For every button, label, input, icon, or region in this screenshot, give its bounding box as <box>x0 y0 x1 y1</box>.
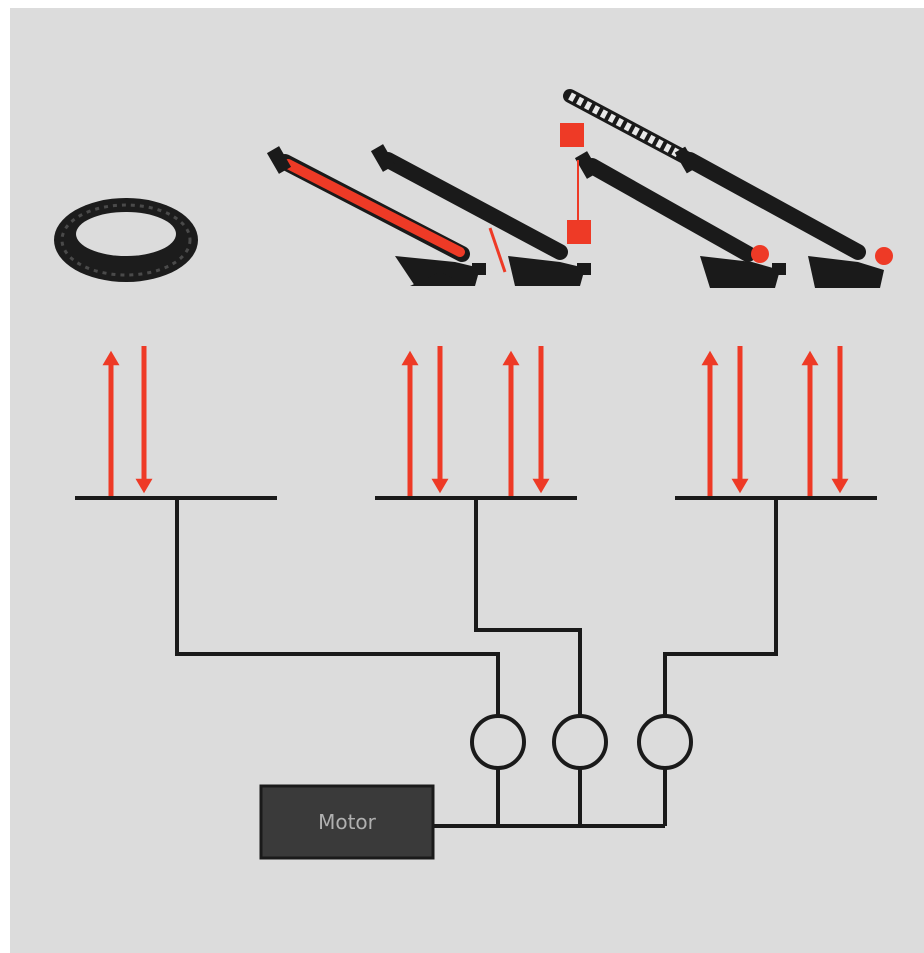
motor-label: Motor <box>318 810 377 834</box>
machine-black-arm <box>370 144 591 286</box>
hydraulic-lines <box>175 498 778 828</box>
pump-circle-icon-1 <box>470 714 526 770</box>
red-linkage <box>560 123 591 244</box>
motor-box: Motor <box>259 784 435 860</box>
diagram-background <box>10 8 924 953</box>
flow-arrows-group-2 <box>401 346 550 498</box>
pump-circle-icon-2 <box>552 714 608 770</box>
pump-circle-icon-3 <box>637 714 693 770</box>
machine-extended-arm-2 <box>563 89 893 288</box>
flow-arrows-group-3 <box>701 346 849 498</box>
machine-extended-arm-1 <box>574 151 786 288</box>
machine-red-arm <box>266 146 486 286</box>
flow-arrows-group-1 <box>102 346 153 498</box>
tire-icon <box>54 198 198 282</box>
